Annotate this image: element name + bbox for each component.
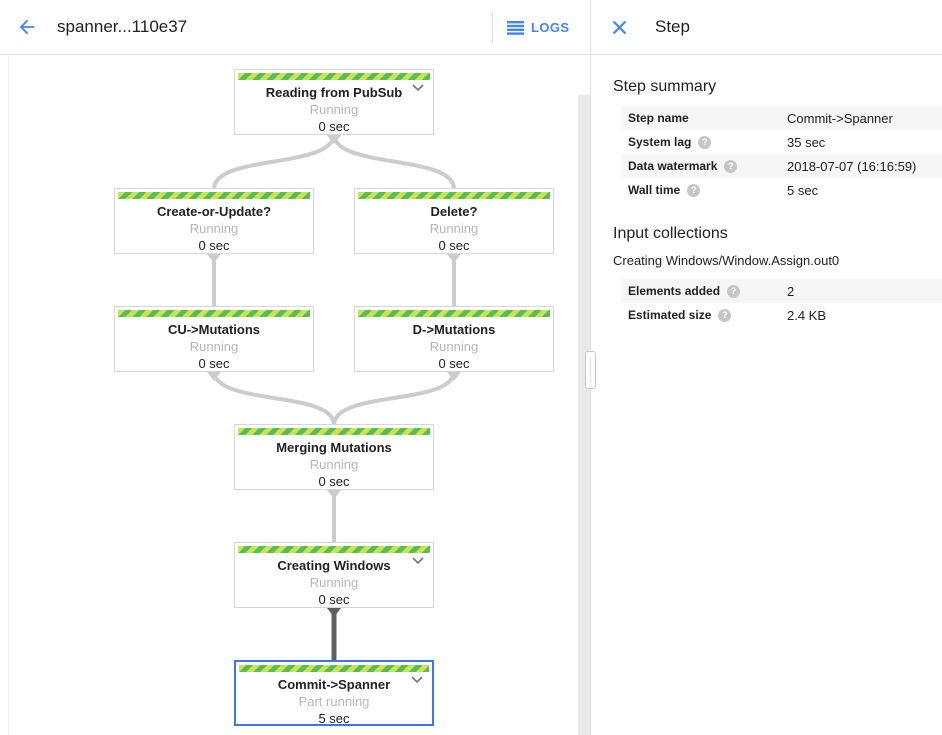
help-icon[interactable]: ? [698, 135, 712, 149]
node-time: 0 sec [438, 238, 470, 253]
node-status: Running [189, 339, 239, 354]
detail-label-wrap: Elements added ? [628, 284, 787, 298]
running-progress-stripe [238, 428, 430, 435]
graph-node-creating-windows[interactable]: Creating Windows Running 0 sec [234, 542, 434, 608]
node-status: Running [189, 221, 239, 236]
row-wall-time: Wall time ? 5 sec [621, 178, 942, 202]
node-time: 0 sec [438, 356, 470, 371]
close-panel-button[interactable] [608, 16, 630, 38]
detail-label: System lag [628, 135, 692, 149]
detail-value: 2 [787, 283, 795, 299]
graph-node-delete[interactable]: Delete? Running 0 sec [354, 188, 554, 254]
graph-node-d-mutations[interactable]: D->Mutations Running 0 sec [354, 306, 554, 372]
graph-node-commit-spanner[interactable]: Commit->Spanner Part running 5 sec [234, 660, 434, 726]
node-title: Delete? [430, 204, 478, 219]
panel-title: Step [655, 17, 690, 36]
arrow-back-icon [19, 19, 35, 35]
node-status: Part running [298, 694, 370, 709]
node-title: D->Mutations [412, 322, 496, 337]
detail-label: Wall time [628, 183, 681, 197]
detail-value: 35 sec [787, 134, 826, 150]
pipeline-graph: Reading from PubSub Running 0 sec Create… [0, 56, 590, 735]
running-progress-stripe [358, 192, 550, 199]
input-collections-table: Elements added ? 2 Estimated size ? 2.4 … [621, 279, 942, 327]
graph-node-reading-from-pubsub[interactable]: Reading from PubSub Running 0 sec [234, 69, 434, 135]
running-progress-stripe [238, 73, 430, 80]
close-icon [612, 20, 626, 34]
graph-node-merging-mutations[interactable]: Merging Mutations Running 0 sec [234, 424, 434, 490]
detail-value: 2018-07-07 (16:16:59) [787, 158, 917, 174]
detail-label-wrap: Wall time ? [628, 183, 787, 197]
graph-node-create-or-update[interactable]: Create-or-Update? Running 0 sec [114, 188, 314, 254]
running-progress-stripe [238, 546, 430, 553]
help-icon[interactable]: ? [687, 183, 701, 197]
node-status: Running [309, 575, 359, 590]
logs-button[interactable]: LOGS [507, 0, 569, 55]
node-status: Running [429, 339, 479, 354]
running-progress-stripe [239, 665, 429, 672]
row-estimated-size: Estimated size ? 2.4 KB [621, 303, 942, 327]
graph-edges [207, 132, 461, 665]
detail-value: 5 sec [787, 182, 819, 198]
node-title: Commit->Spanner [277, 677, 391, 692]
detail-label-wrap: Step name [628, 111, 787, 125]
detail-label-wrap: Data watermark ? [628, 159, 787, 173]
chevron-down-icon[interactable] [412, 84, 424, 92]
help-icon[interactable]: ? [724, 159, 738, 173]
input-collection-name: Creating Windows/Window.Assign.out0 [613, 253, 840, 268]
detail-label-wrap: Estimated size ? [628, 308, 787, 322]
step-details-panel: Step Step summary Step name Commit->Span… [590, 0, 942, 735]
graph-left-rule [8, 56, 9, 735]
back-button[interactable] [13, 13, 41, 41]
detail-label: Estimated size [628, 308, 712, 322]
node-status: Running [429, 221, 479, 236]
panel-content: Step summary Step name Commit->Spanner S… [591, 78, 942, 327]
row-system-lag: System lag ? 35 sec [621, 130, 942, 154]
node-status: Running [309, 457, 359, 472]
running-progress-stripe [118, 310, 310, 317]
node-time: 0 sec [198, 238, 230, 253]
node-title: Creating Windows [277, 558, 391, 573]
step-panel-header: Step [591, 0, 942, 55]
node-status: Running [309, 102, 359, 117]
detail-value: 2.4 KB [787, 307, 827, 323]
logs-button-label: LOGS [531, 20, 570, 35]
node-title: Merging Mutations [276, 440, 392, 455]
graph-scrollbar[interactable] [578, 95, 590, 735]
chevron-down-icon[interactable] [412, 557, 424, 565]
detail-label: Elements added [628, 284, 721, 298]
node-time: 0 sec [318, 474, 350, 489]
logs-list-icon [507, 20, 524, 35]
detail-label-wrap: System lag ? [628, 135, 787, 149]
help-icon[interactable]: ? [718, 308, 732, 322]
graph-node-cu-mutations[interactable]: CU->Mutations Running 0 sec [114, 306, 314, 372]
node-title: Reading from PubSub [265, 85, 403, 100]
row-step-name: Step name Commit->Spanner [621, 106, 942, 130]
node-title: CU->Mutations [167, 322, 261, 337]
node-time: 0 sec [318, 119, 350, 134]
node-time: 5 sec [318, 711, 350, 726]
job-title: spanner...110e37 [57, 17, 188, 36]
detail-label: Data watermark [628, 159, 718, 173]
help-icon[interactable]: ? [727, 284, 741, 298]
input-collections-heading: Input collections [613, 225, 728, 242]
row-data-watermark: Data watermark ? 2018-07-07 (16:16:59) [621, 154, 942, 178]
running-progress-stripe [358, 310, 550, 317]
detail-label: Step name [628, 111, 689, 125]
node-time: 0 sec [198, 356, 230, 371]
graph-header: spanner...110e37 LOGS [0, 0, 590, 55]
chevron-down-icon[interactable] [411, 676, 423, 684]
running-progress-stripe [118, 192, 310, 199]
step-summary-heading: Step summary [613, 78, 717, 95]
row-elements-added: Elements added ? 2 [621, 279, 942, 303]
node-title: Create-or-Update? [156, 204, 272, 219]
panel-splitter-handle[interactable] [585, 351, 596, 389]
node-time: 0 sec [318, 592, 350, 607]
step-summary-table: Step name Commit->Spanner System lag ? 3… [621, 106, 942, 202]
detail-value: Commit->Spanner [787, 110, 893, 126]
header-divider [492, 12, 493, 43]
